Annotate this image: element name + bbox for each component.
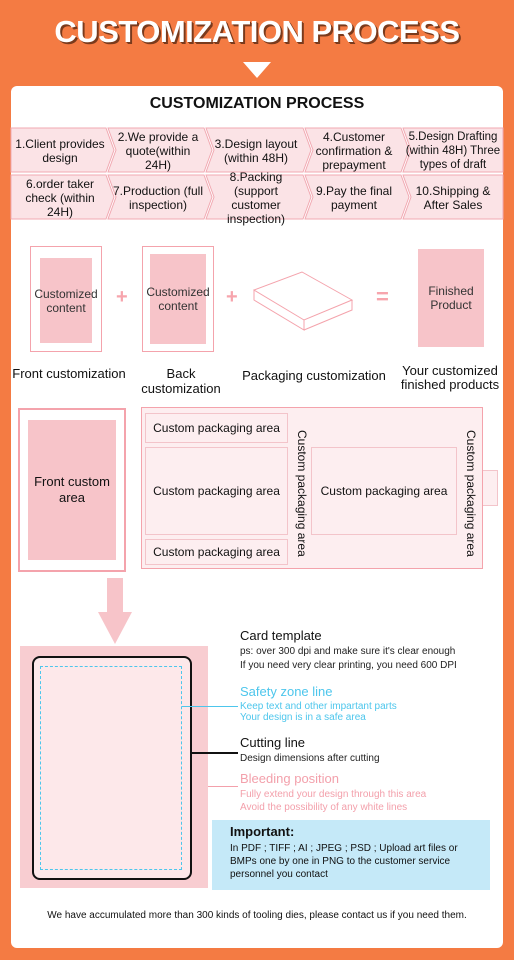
safety-zone-note2: Your design is in a safe area [240,712,366,723]
packaging-customization-label: Packaging customization [242,368,386,383]
bleeding-note1: Fully extend your design through this ar… [240,789,427,800]
plus-sign: + [226,286,238,308]
front-custom-area: Front custom area [28,420,116,560]
important-title: Important: [230,824,295,839]
pack-area-bottom: Custom packaging area [145,539,288,565]
down-arrow-icon [98,578,132,644]
step-8: 8.Packing (support customer inspection) [226,169,286,226]
cut-pointer-line [192,752,238,754]
finished-product-box: Finished Product [418,249,484,347]
down-arrow-icon [243,62,271,78]
packaging-box-icon [252,271,354,331]
pack-area-side-right: Custom packaging area [464,430,478,557]
pack-area-middle: Custom packaging area [145,447,288,535]
important-box: Important: In PDF ; TIFF ; AI ; JPEG ; P… [212,820,490,890]
cutting-line-note: Design dimensions after cutting [240,753,380,764]
footer-note: We have accumulated more than 300 kinds … [47,910,467,921]
step-1: 1.Client provides design [15,136,105,165]
section-title: CUSTOMIZATION PROCESS [149,95,365,112]
step-10: 10.Shipping & After Sales [415,183,491,212]
pack-area-center: Custom packaging area [311,447,457,535]
bleeding-note2: Avoid the possibility of any white lines [240,802,408,813]
card-template-note1: ps: over 300 dpi and make sure it's clea… [240,646,456,657]
card-template-note2: If you need very clear printing, you nee… [240,660,457,671]
process-steps-bg [10,127,504,220]
bleeding-title: Bleeding position [240,771,340,786]
plus-sign: + [116,286,128,308]
safety-pointer-line [182,706,238,707]
step-7: 7.Production (full inspection) [112,183,204,212]
back-content-box: Customized content [146,254,210,344]
step-3: 3.Design layout (within 48H) [214,136,298,165]
step-4: 4.Customer confirmation & prepayment [315,129,393,172]
cutting-line-title: Cutting line [240,735,306,750]
safety-zone-title: Safety zone line [240,684,333,699]
cut-line [32,656,192,880]
banner-title: CUSTOMIZATION PROCESS [54,14,460,49]
front-customization-label: Front customization [12,366,126,381]
pack-tab [483,470,498,506]
step-5: 5.Design Drafting (within 48H) Three typ… [405,130,501,171]
front-content-box: Customized content [34,258,98,343]
safety-zone [40,666,182,870]
finished-products-label: Your customized finished products [400,363,500,392]
equals-sign: = [376,284,389,309]
step-9: 9.Pay the final payment [315,183,393,212]
card-template-title: Card template [240,628,322,643]
pack-area-side-left: Custom packaging area [295,430,309,557]
back-customization-label: Back customization [141,366,221,396]
step-2: 2.We provide a quote(within 24H) [117,129,199,172]
important-body: In PDF ; TIFF ; AI ; JPEG ; PSD ; Upload… [230,843,458,880]
safety-zone-note1: Keep text and other impartant parts [240,701,397,712]
pack-area-top: Custom packaging area [145,413,288,443]
bleed-pointer-line [208,786,238,787]
step-6: 6.order taker check (within 24H) [25,176,95,219]
